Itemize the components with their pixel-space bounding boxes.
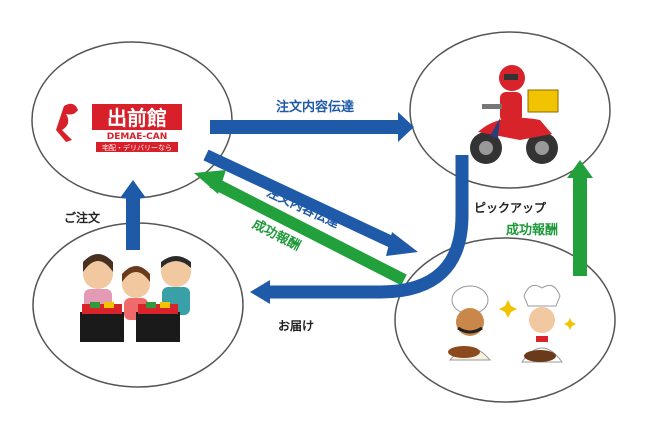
reward-arrow-rider [567,160,593,276]
logo-tagline-text: 宅配・デリバリーなら [102,143,172,152]
chefs-illustration [448,284,576,363]
order-label: ご注文 [64,211,101,225]
deliver-arrow [250,155,469,304]
order-arrow-top [210,112,414,142]
order-arrow-up [120,180,146,250]
rider-illustration [470,65,559,164]
order-arrow-diagonal [203,149,418,256]
reward-to-rider-label: 成功報酬 [506,223,559,238]
logo-sub-text: DEMAE-CAN [107,132,168,142]
demae-can-logo: 出前館 DEMAE-CAN 宅配・デリバリーなら [56,103,182,152]
family-illustration [80,254,191,342]
logo-main-text: 出前館 [107,106,167,130]
pickup-label: ピックアップ [474,201,547,215]
reward-arrow-service [194,170,407,286]
deliver-label: お届け [278,319,315,333]
order-forward-top-label: 注文内容伝達 [276,100,355,115]
